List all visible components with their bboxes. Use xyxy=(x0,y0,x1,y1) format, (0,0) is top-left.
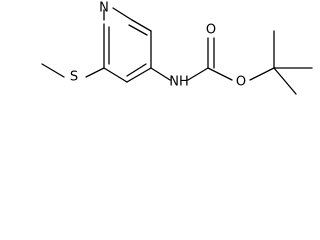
ring-bond-c4-c3 xyxy=(126,67,152,83)
atom-label-ester-oxygen: O xyxy=(236,75,246,90)
atom-label-ring-nitrogen: N xyxy=(99,1,109,16)
bond-c2-s xyxy=(85,67,105,78)
ring-bond-c4-c3-inner xyxy=(126,63,147,77)
bond-carbonyl-ester-o xyxy=(207,67,233,81)
ring-bond-n-c6 xyxy=(112,7,133,21)
atom-label-nh: NH xyxy=(169,75,189,90)
atom-label-sulfur: S xyxy=(70,70,78,85)
bond-s-methyl xyxy=(41,63,65,78)
bond-quaternary-c-bottom-methyl xyxy=(273,67,297,95)
ring-bond-c6-c5 xyxy=(131,19,152,32)
bond-ester-o-quaternary-c xyxy=(249,67,275,81)
atom-label-carbonyl-oxygen: O xyxy=(206,23,216,38)
bond-nh-carbonyl xyxy=(187,67,209,81)
bond-c4-nh xyxy=(150,67,171,81)
chemical-structure: N S NH O O xyxy=(41,1,313,95)
ring-bond-c3-c2 xyxy=(103,67,128,83)
ring-bond-c6-c5-inner xyxy=(128,24,148,36)
